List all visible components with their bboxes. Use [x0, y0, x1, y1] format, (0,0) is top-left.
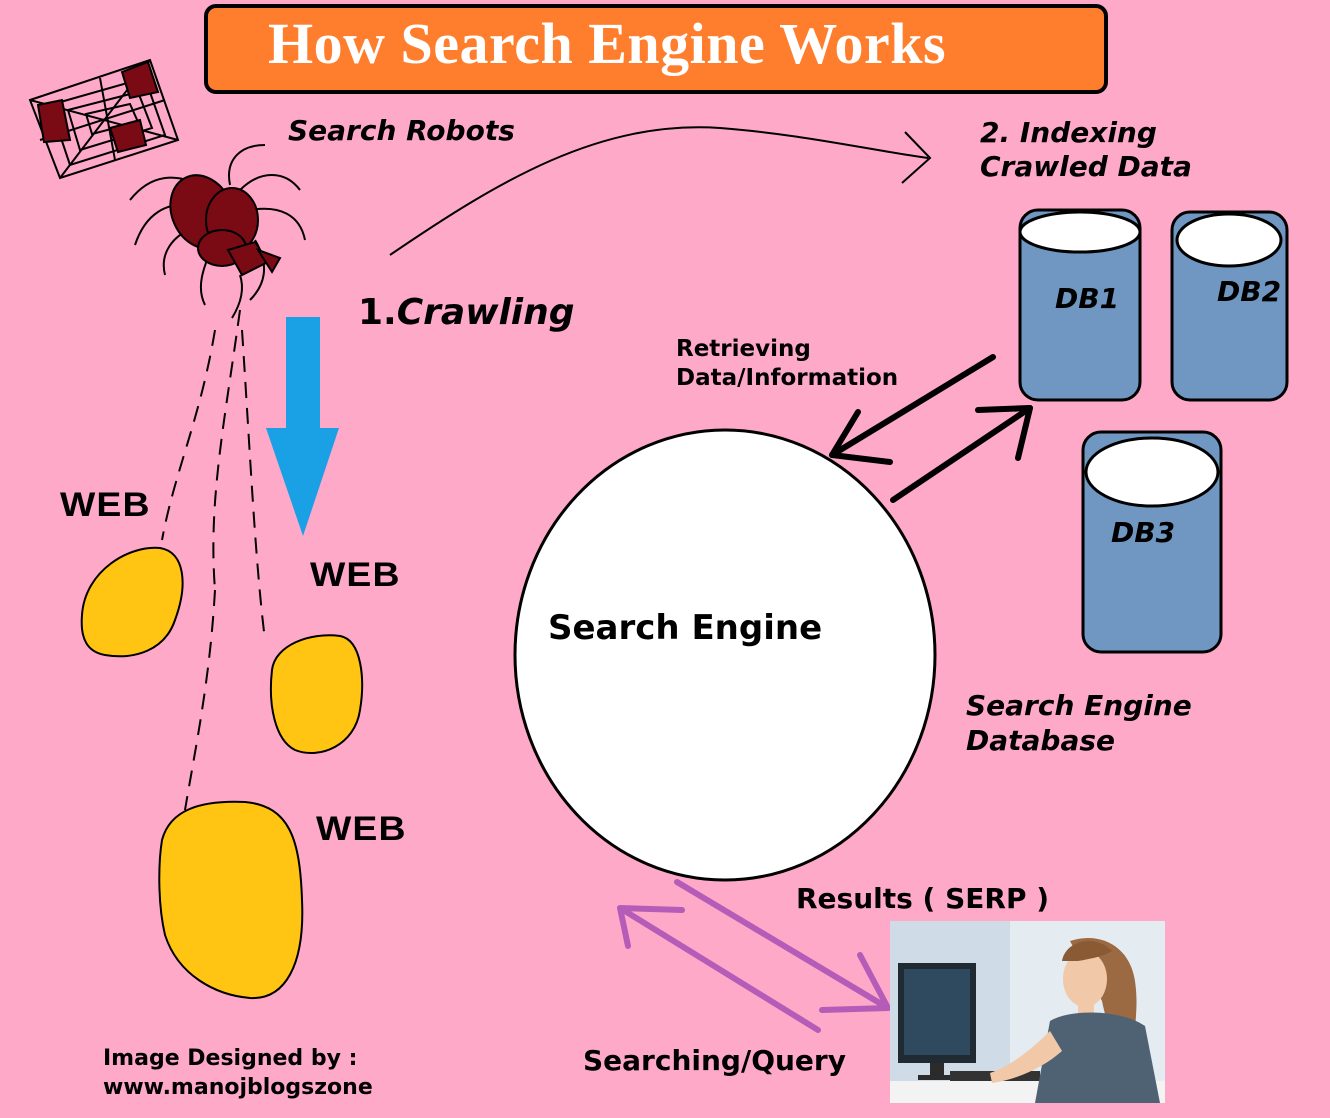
spider-icon — [129, 144, 306, 319]
web-blob-1 — [80, 546, 184, 658]
query-label: Searching/Query — [583, 1044, 846, 1077]
db1-label: DB1 — [1055, 282, 1120, 315]
retrieving-line2: Data/Information — [676, 365, 899, 391]
step1-text: Crawling — [396, 292, 575, 333]
web-label-1: WEB — [60, 486, 151, 524]
user-at-computer-icon — [890, 921, 1165, 1103]
step1-prefix: 1. — [358, 292, 397, 333]
credit-line2: www.manojblogszone — [103, 1075, 373, 1100]
crawl-to-index-arrow — [389, 126, 932, 256]
web-blob-2 — [269, 634, 364, 755]
search-engine-label: Search Engine — [548, 608, 823, 648]
spider-web-icon — [28, 58, 180, 180]
db3-cylinder — [1081, 430, 1223, 654]
step2-line2: Crawled Data — [980, 150, 1192, 183]
web-blob-3 — [158, 800, 304, 1000]
db2-cylinder — [1170, 210, 1289, 402]
crawl-threads — [161, 309, 266, 811]
web-label-2: WEB — [310, 556, 401, 594]
database-label: Search Engine Database — [966, 688, 1192, 758]
user-at-computer-image — [890, 921, 1165, 1103]
database-line2: Database — [966, 724, 1116, 757]
retrieving-line1: Retrieving — [676, 336, 811, 362]
search-robots-label: Search Robots — [288, 114, 515, 147]
search-engine-circle — [513, 428, 937, 882]
step2-line1: 2. Indexing — [980, 116, 1157, 149]
query-result-arrows — [617, 879, 891, 1033]
step2-label: 2. Indexing Crawled Data — [980, 116, 1192, 184]
retrieving-label: Retrieving Data/Information — [676, 335, 898, 393]
page-title: How Search Engine Works — [268, 11, 947, 76]
db3-label: DB3 — [1111, 516, 1176, 549]
title-banner: How Search Engine Works — [204, 4, 1108, 94]
down-arrow-icon — [266, 317, 339, 536]
credit-line1: Image Designed by : — [103, 1046, 358, 1071]
web-label-3: WEB — [316, 810, 407, 848]
step1-label: 1.Crawling — [358, 292, 575, 333]
retrieve-arrows — [829, 354, 1033, 503]
credit-label: Image Designed by : www.manojblogszone — [103, 1044, 373, 1102]
db1-cylinder — [1018, 208, 1142, 402]
results-label: Results ( SERP ) — [796, 882, 1050, 915]
db2-label: DB2 — [1217, 275, 1282, 308]
database-line1: Search Engine — [966, 689, 1192, 722]
